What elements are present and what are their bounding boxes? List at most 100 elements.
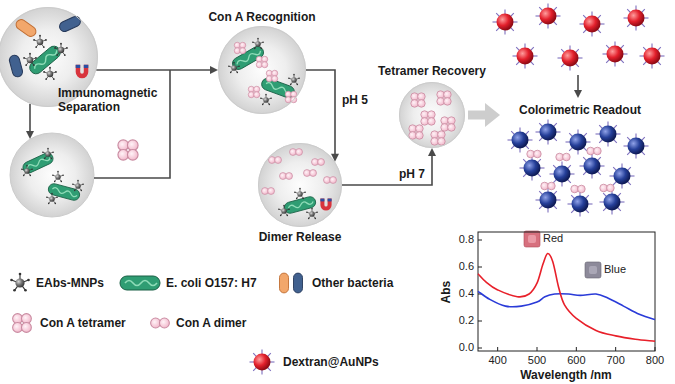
aggregated-gold-nanoparticles xyxy=(541,182,555,190)
con-a-bound-bacteria xyxy=(256,56,268,68)
connector xyxy=(306,70,335,155)
recovered-tetramers xyxy=(437,91,451,105)
legend-icons xyxy=(120,276,160,290)
step-label: Dimer Release xyxy=(259,230,342,244)
captured-bacteria xyxy=(42,148,54,159)
aggregation-arrow xyxy=(574,75,582,98)
aggregated-gold-nanoparticles xyxy=(587,147,601,155)
captured-bacteria xyxy=(21,148,84,204)
solution-photos xyxy=(524,231,601,278)
dimer-release xyxy=(269,157,282,164)
absorbance-chart xyxy=(478,267,482,268)
solution-photos xyxy=(528,235,536,243)
con-a-bound-bacteria xyxy=(285,91,297,103)
separation-path xyxy=(30,70,170,178)
readout-panel: Colorimetric Readout xyxy=(500,100,660,228)
captured-bacteria xyxy=(46,193,58,204)
absorbance-chart xyxy=(478,321,482,322)
aggregated-gold-nanoparticles xyxy=(520,156,545,181)
dispersed-gold-nanoparticles xyxy=(513,44,538,69)
tick-label: 0.6 xyxy=(459,260,474,273)
circle-outline xyxy=(258,143,342,227)
connector xyxy=(96,69,211,71)
absorbance-chart xyxy=(655,347,656,351)
recovered-tetramers xyxy=(411,93,425,107)
recovered-tetramers xyxy=(409,125,423,139)
dispersed-gold-nanoparticles xyxy=(493,10,518,35)
legend-icons xyxy=(10,273,302,375)
absorbance-chart xyxy=(576,347,577,351)
aggregation-arrow xyxy=(574,90,582,98)
tick-label: 0.0 xyxy=(459,341,474,354)
captured-bacteria xyxy=(72,180,84,191)
step-label: Con A Recognition xyxy=(208,10,315,24)
process-arrow xyxy=(485,103,500,127)
con-a-bound-bacteria xyxy=(288,74,300,85)
legend-label: E. coli O157: H7 xyxy=(166,276,257,290)
connector xyxy=(342,148,436,185)
sample-mixture xyxy=(23,53,37,66)
color-label: Blue xyxy=(604,263,626,276)
aggregated-gold-nanoparticles xyxy=(536,120,561,145)
recovered-tetramers xyxy=(431,131,445,145)
solution-photos xyxy=(585,262,601,278)
absorbance-chart xyxy=(537,347,538,351)
dimer-release xyxy=(312,159,325,166)
legend-label: Other bacteria xyxy=(312,276,393,290)
process-circle: Tetramer Recovery xyxy=(399,82,465,148)
con-a-bound-bacteria xyxy=(234,42,246,54)
legend-icons xyxy=(151,318,170,328)
tick-label: 0.2 xyxy=(459,314,474,327)
aggregated-gold-nanoparticles xyxy=(508,120,649,217)
stage-backgrounds xyxy=(0,7,465,227)
captured-bacteria xyxy=(21,165,33,176)
legend-icons xyxy=(13,314,32,333)
con-a-bound-bacteria xyxy=(252,38,264,49)
dimer-release xyxy=(306,208,318,219)
legend-icons xyxy=(10,273,30,292)
absorbance-chart xyxy=(478,240,482,241)
dispersed-gold-nanoparticles xyxy=(624,6,649,31)
connector xyxy=(96,66,218,74)
dimer-release xyxy=(280,173,293,180)
absorbance-chart xyxy=(497,347,498,351)
absorbance-chart xyxy=(478,232,655,351)
solution-photos xyxy=(524,231,540,247)
stage-backgrounds xyxy=(218,26,306,114)
aggregated-gold-nanoparticles xyxy=(600,190,625,215)
process-circle: Immunomagnetic Separation xyxy=(0,7,98,107)
aggregated-gold-nanoparticles xyxy=(527,150,541,158)
absorbance-chart xyxy=(478,348,482,349)
legend-icons xyxy=(280,273,289,293)
legend-label: Con A dimer xyxy=(176,316,246,330)
dispersed-gold-nanoparticles xyxy=(493,4,665,71)
recovered-tetramers xyxy=(441,117,455,131)
dispersed-gold-nanoparticles xyxy=(603,42,628,67)
condition-label: pH 7 xyxy=(397,167,427,181)
circle-outline xyxy=(259,144,342,227)
stage-backgrounds xyxy=(258,143,342,227)
captured-bacteria xyxy=(52,171,64,182)
tick-label: 600 xyxy=(567,354,585,367)
recovered-tetramers xyxy=(421,111,435,125)
sample-mixture xyxy=(33,35,47,48)
aggregated-gold-nanoparticles xyxy=(596,122,621,147)
tick-label: 400 xyxy=(488,354,506,367)
condition-label: pH 5 xyxy=(340,93,370,107)
sample-mixture xyxy=(43,67,57,80)
con-a-bound-bacteria xyxy=(248,86,260,98)
circle-outline xyxy=(219,27,306,114)
dimer-release xyxy=(290,149,303,156)
dimer-release xyxy=(320,199,331,211)
aggregated-gold-nanoparticles xyxy=(610,164,635,189)
connector xyxy=(331,154,339,162)
sample-mixture xyxy=(54,43,68,56)
connector xyxy=(428,148,436,156)
aggregated-gold-nanoparticles xyxy=(571,185,585,193)
dimer-release xyxy=(324,177,337,184)
axis-title: Abs xyxy=(439,281,453,304)
tick-label: 700 xyxy=(606,354,624,367)
aggregated-gold-nanoparticles xyxy=(580,154,605,179)
aggregated-gold-nanoparticles xyxy=(624,134,649,159)
aggregated-gold-nanoparticles xyxy=(568,192,593,217)
